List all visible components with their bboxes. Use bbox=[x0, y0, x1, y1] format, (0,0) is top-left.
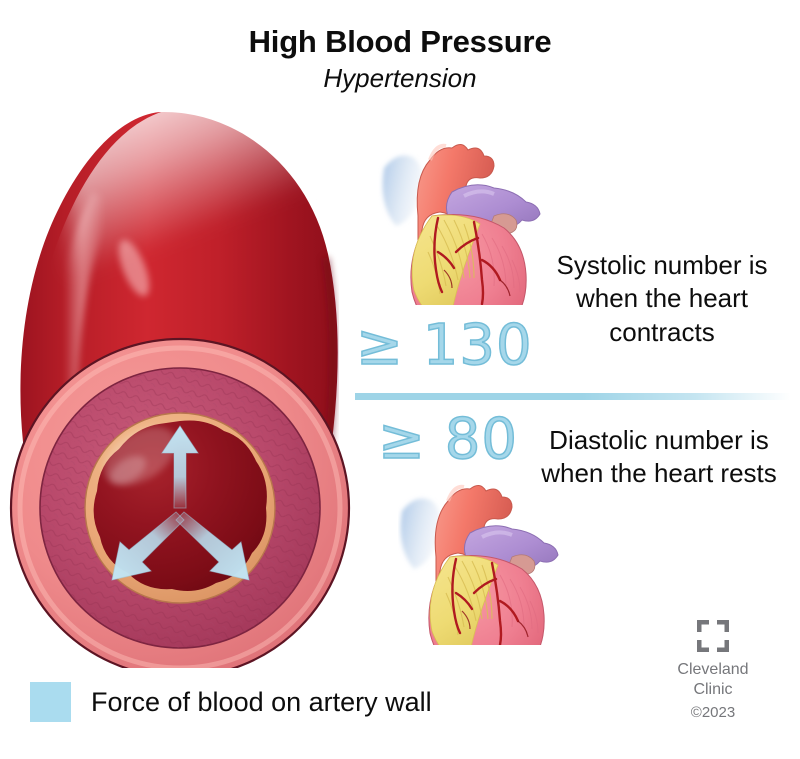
artery-cross-section-illustration bbox=[8, 108, 378, 668]
brand-name-line1: Cleveland bbox=[677, 661, 749, 678]
arrow-down-left bbox=[111, 511, 185, 581]
heart-illustration-systolic bbox=[378, 120, 568, 305]
page-subtitle: Hypertension bbox=[323, 62, 477, 93]
cleveland-clinic-logo-icon bbox=[697, 620, 729, 652]
arrow-down-right bbox=[175, 511, 250, 581]
systolic-value: ≥ 130 bbox=[355, 313, 533, 378]
branding: Cleveland Clinic ©2023 bbox=[648, 618, 778, 723]
page-title: High Blood Pressure bbox=[248, 24, 552, 59]
legend-label: Force of blood on artery wall bbox=[91, 686, 432, 717]
blood-pressure-arrows bbox=[111, 425, 250, 581]
brand-name-line2: Clinic bbox=[693, 681, 733, 698]
legend: Force of blood on artery wall bbox=[30, 682, 432, 722]
diastolic-description: Diastolic number is when the heart rests bbox=[541, 425, 777, 489]
systolic-description: Systolic number is when the heart contra… bbox=[556, 250, 768, 347]
page-header: High Blood Pressure Hypertension bbox=[0, 0, 800, 94]
arrow-up bbox=[161, 425, 199, 509]
diastolic-value: ≥ 80 bbox=[377, 407, 518, 472]
heart-illustration-diastolic bbox=[398, 465, 580, 645]
copyright-notice: ©2023 bbox=[690, 704, 736, 721]
legend-color-swatch bbox=[30, 682, 71, 722]
section-divider bbox=[355, 393, 791, 400]
